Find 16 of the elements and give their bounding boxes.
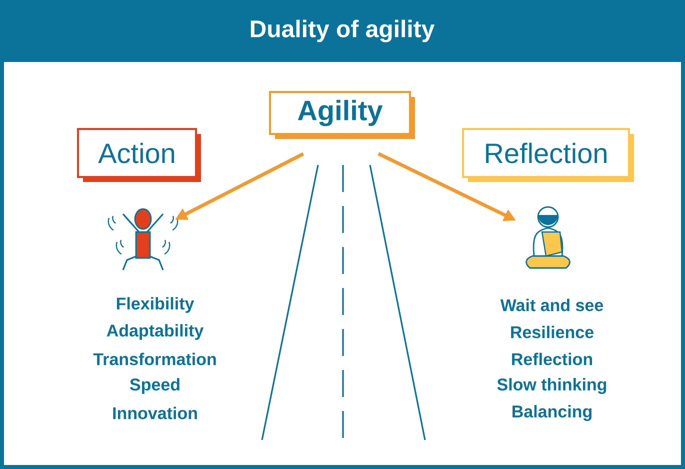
label-box: Reflection [462, 128, 634, 182]
label-box: Agility [269, 91, 415, 139]
list-item: Reflection [512, 352, 592, 366]
list-item: Slow thinking [497, 378, 606, 394]
list-item: Resilience [511, 326, 594, 338]
list-item: Balancing [512, 405, 592, 421]
label-box: Action [77, 128, 201, 182]
list-item: Speed [130, 378, 180, 394]
list-item: Wait and see [500, 298, 604, 312]
person-drawing [108, 208, 178, 271]
list-item: Adaptability [106, 324, 204, 340]
list-item: Transformation [93, 352, 216, 366]
list-item: Flexibility [116, 297, 194, 313]
person-drawing [526, 206, 570, 269]
list-item: Innovation [113, 406, 197, 420]
title: Duality of agility [250, 20, 435, 42]
